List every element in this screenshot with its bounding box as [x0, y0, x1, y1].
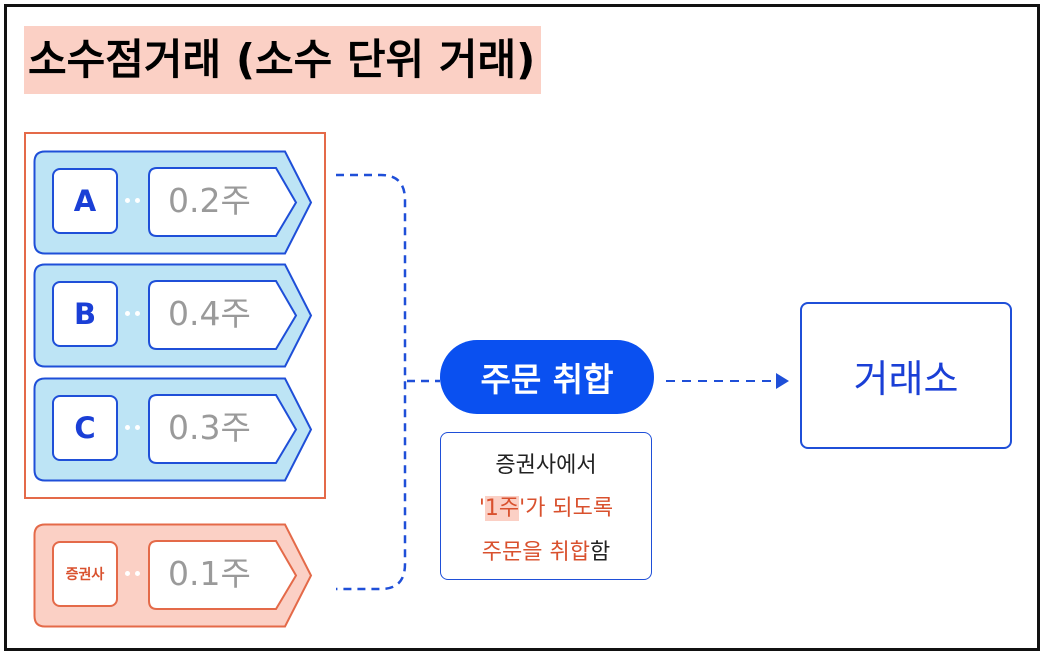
broker-order-tag: 증권사 0.1주 [33, 523, 313, 628]
broker-order-tag-label: 증권사 [52, 541, 118, 607]
order-tag-b-label: B [52, 281, 118, 347]
note-line-1: 증권사에서 [495, 453, 597, 478]
order-matching-pill: 주문 취합 [440, 340, 654, 414]
order-tag-b: B 0.4주 [33, 263, 313, 368]
bracket-connector [336, 173, 407, 591]
investor-orders-group [24, 132, 326, 499]
order-tag-a-connector-dots [124, 195, 144, 205]
order-tag-c-connector-dots [124, 422, 144, 432]
matching-note: 증권사에서 '1주'가 되도록 주문을 취합함 [440, 432, 652, 580]
note-line-2: '1주'가 되도록 [441, 490, 651, 522]
broker-order-tag-quantity: 0.1주 [168, 554, 251, 593]
note-line-3-rest: 함 [589, 540, 611, 565]
note-line-3: 주문을 취합함 [441, 534, 651, 566]
note-highlight-one-share: 1주 [484, 496, 520, 521]
order-tag-a-quantity: 0.2주 [168, 181, 251, 220]
order-tag-b-quantity: 0.4주 [168, 294, 251, 333]
order-tag-b-connector-dots [124, 308, 144, 318]
order-tag-c-label: C [52, 395, 118, 461]
order-tag-c: C 0.3주 [33, 377, 313, 482]
broker-order-tag-connector-dots [124, 568, 144, 578]
exchange-box: 거래소 [800, 302, 1012, 449]
note-line-3-colored: 주문을 취합 [481, 540, 590, 565]
order-tag-a: A 0.2주 [33, 150, 313, 255]
order-tag-a-label: A [52, 168, 118, 234]
order-tag-c-quantity: 0.3주 [168, 408, 251, 447]
note-line-2-rest: '가 되도록 [519, 496, 614, 521]
note-quote-open: ' [478, 496, 485, 521]
diagram-title: 소수점거래 (소수 단위 거래) [24, 26, 542, 94]
matching-to-exchange-arrowhead [776, 373, 789, 389]
